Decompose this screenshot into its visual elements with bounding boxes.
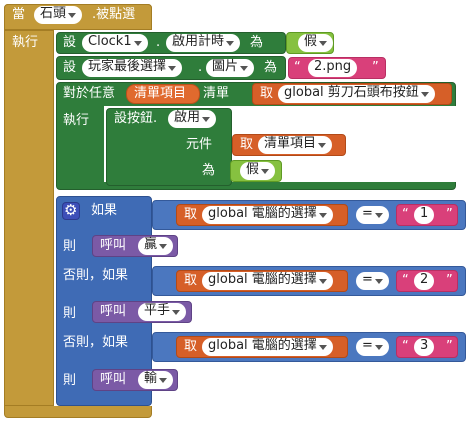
if-mouth-1 xyxy=(88,230,152,262)
event-block-mouth xyxy=(4,30,54,406)
text-open-quote-1: “ xyxy=(402,207,409,222)
set-generic-label: 設按鈕. xyxy=(114,111,158,126)
then-label-2: 則 xyxy=(63,306,77,321)
event-component-dropdown[interactable]: 石頭 xyxy=(34,6,83,24)
foreach-var-name[interactable]: 清單項目 xyxy=(134,86,187,101)
get-computer-choice-dropdown-1[interactable]: global 電腦的選擇 xyxy=(202,206,333,224)
set-image-component-dropdown[interactable]: 玩家最後選擇 xyxy=(82,59,183,77)
foreach-do-label: 執行 xyxy=(63,113,90,128)
text-close-quote: ” xyxy=(372,60,379,75)
elseif-label-1: 否則，如果 xyxy=(63,268,129,283)
false-dropdown-1[interactable]: 假 xyxy=(298,34,334,52)
call-win-label: 呼叫 xyxy=(100,238,127,253)
mutator-gear-icon[interactable] xyxy=(63,201,79,219)
set-clock-set-label: 設 xyxy=(63,35,77,50)
if-label: 如果 xyxy=(91,203,118,218)
equals-operator-dropdown-1[interactable]: = xyxy=(356,206,389,224)
get-computer-choice-label-2: 取 xyxy=(184,273,198,288)
then-label-1: 則 xyxy=(63,239,77,254)
event-do-label: 執行 xyxy=(12,35,39,50)
set-generic-to-label: 為 xyxy=(202,163,216,178)
text-close-quote-1: ” xyxy=(446,207,453,222)
equals-operator-dropdown-2[interactable]: = xyxy=(356,272,389,290)
text-open-quote-2: “ xyxy=(402,273,409,288)
event-when-label: 當 xyxy=(12,7,26,22)
get-global-buttons-dropdown[interactable]: global 剪刀石頭布按鈕 xyxy=(278,85,435,103)
get-computer-choice-dropdown-3[interactable]: global 電腦的選擇 xyxy=(202,338,333,356)
text-close-quote-2: ” xyxy=(446,273,453,288)
false-dropdown-2[interactable]: 假 xyxy=(240,162,276,180)
foreach-var-block[interactable] xyxy=(126,84,200,104)
set-clock-component-dropdown[interactable]: Clock1 xyxy=(82,34,148,52)
call-lose-label: 呼叫 xyxy=(100,372,127,387)
set-clock-to-label: 為 xyxy=(250,35,264,50)
get-computer-choice-label-1: 取 xyxy=(184,207,198,222)
call-win-dropdown[interactable]: 贏 xyxy=(138,237,174,255)
elseif-label-2: 否則，如果 xyxy=(63,335,129,350)
get-item-dropdown[interactable]: 清單項目 xyxy=(258,136,333,154)
text-value-2[interactable]: 2 xyxy=(414,272,435,290)
event-name-label: .被點選 xyxy=(92,7,136,22)
text-open-quote-3: “ xyxy=(402,339,409,354)
get-item-label: 取 xyxy=(240,137,254,152)
foreach-list-label: 清單 xyxy=(203,86,230,101)
set-clock-dot: . xyxy=(156,35,161,50)
set-image-property-dropdown[interactable]: 圖片 xyxy=(206,59,255,77)
text-value-3[interactable]: 3 xyxy=(414,338,435,356)
set-image-set-label: 設 xyxy=(63,60,77,75)
foreach-label: 對於任意 xyxy=(63,86,116,101)
equals-operator-dropdown-3[interactable]: = xyxy=(356,338,389,356)
set-image-dot: . xyxy=(198,60,203,75)
get-computer-choice-label-3: 取 xyxy=(184,339,198,354)
call-tie-label: 呼叫 xyxy=(100,304,127,319)
text-open-quote: “ xyxy=(294,60,301,75)
get-computer-choice-dropdown-2[interactable]: global 電腦的選擇 xyxy=(202,272,333,290)
then-label-3: 則 xyxy=(63,373,77,388)
get-global-buttons-label: 取 xyxy=(260,86,274,101)
set-generic-component-label: 元件 xyxy=(186,137,213,152)
call-tie-dropdown[interactable]: 平手 xyxy=(138,303,187,321)
text-png-value[interactable]: 2.png xyxy=(308,59,358,77)
text-value-1[interactable]: 1 xyxy=(414,206,435,224)
set-image-to-label: 為 xyxy=(264,60,278,75)
set-clock-property-dropdown[interactable]: 啟用計時 xyxy=(166,34,241,52)
text-close-quote-3: ” xyxy=(446,339,453,354)
call-lose-dropdown[interactable]: 輸 xyxy=(138,371,174,389)
set-generic-property-dropdown[interactable]: 啟用 xyxy=(168,110,217,128)
